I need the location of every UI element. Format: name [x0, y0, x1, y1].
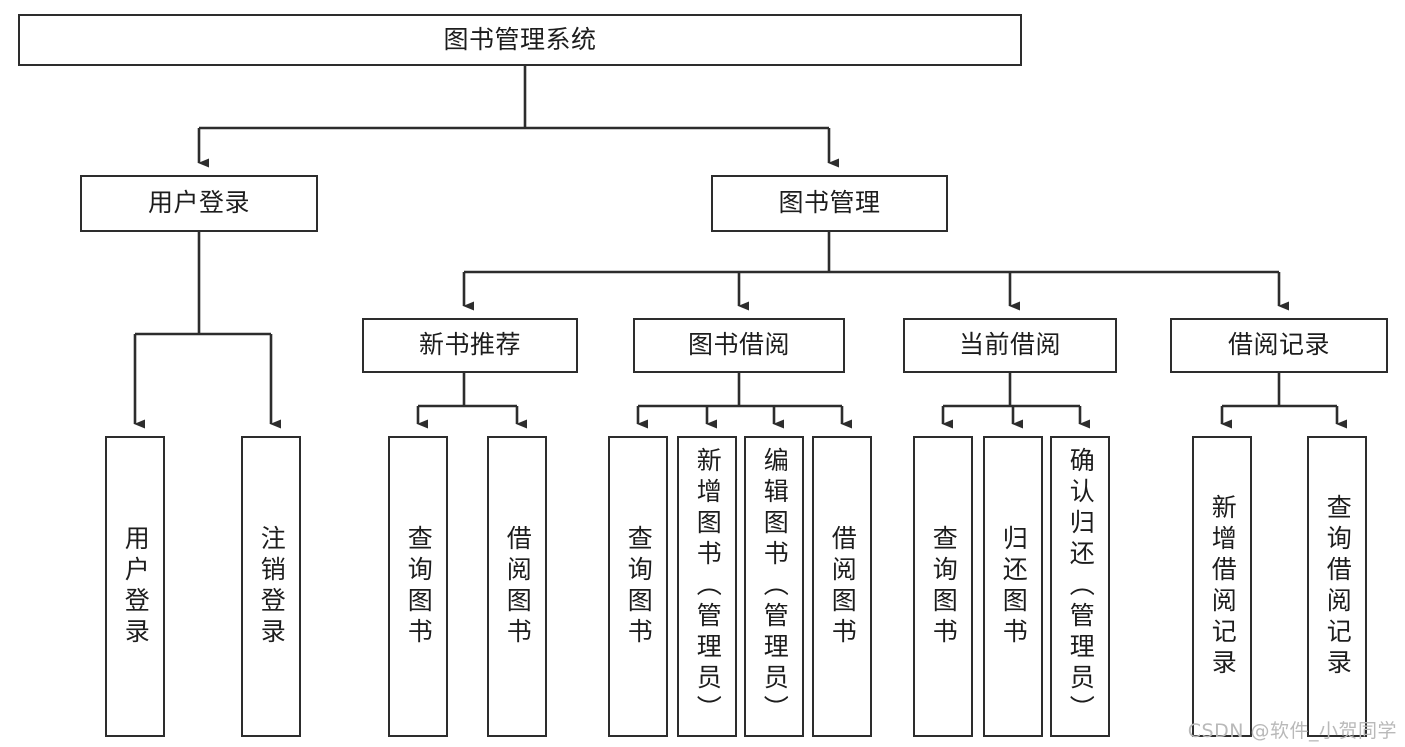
- node-label: 借阅图书: [828, 524, 858, 649]
- node-label: 新增借阅记录: [1208, 493, 1238, 680]
- node-label: 查询图书: [404, 524, 434, 649]
- node-label: 查询图书: [624, 524, 654, 649]
- node-label: 当前借阅: [958, 330, 1061, 360]
- node-label: 用户登录: [147, 188, 250, 218]
- node-label: 归还图书: [999, 524, 1029, 649]
- node-leaf-login-1[interactable]: 用户登录: [105, 436, 165, 737]
- node-borrow[interactable]: 图书借阅: [633, 318, 845, 373]
- node-leaf-bor-4[interactable]: 借阅图书: [812, 436, 872, 737]
- node-label: 图书管理系统: [443, 24, 597, 54]
- node-leaf-cur-2[interactable]: 归还图书: [983, 436, 1043, 737]
- node-label: 查询图书: [929, 524, 959, 649]
- node-records[interactable]: 借阅记录: [1170, 318, 1388, 373]
- node-label: 编辑图书（管理员）: [760, 447, 790, 726]
- node-label: 确认归还（管理员）: [1066, 447, 1096, 726]
- node-root[interactable]: 图书管理系统: [18, 14, 1022, 66]
- node-label: 借阅图书: [503, 524, 533, 649]
- node-newbook[interactable]: 新书推荐: [362, 318, 578, 373]
- watermark-label: CSDN @软件_小贺同学: [1187, 720, 1397, 742]
- node-leaf-login-2[interactable]: 注销登录: [241, 436, 301, 737]
- node-leaf-rec-2[interactable]: 查询借阅记录: [1307, 436, 1367, 737]
- node-leaf-new-1[interactable]: 查询图书: [388, 436, 448, 737]
- node-label: 用户登录: [121, 524, 151, 649]
- node-label: 查询借阅记录: [1323, 493, 1353, 680]
- node-leaf-bor-1[interactable]: 查询图书: [608, 436, 668, 737]
- node-bookmgmt[interactable]: 图书管理: [711, 175, 948, 232]
- node-leaf-new-2[interactable]: 借阅图书: [487, 436, 547, 737]
- node-label: 新书推荐: [418, 330, 521, 360]
- node-label: 图书管理: [778, 188, 881, 218]
- node-leaf-cur-3[interactable]: 确认归还（管理员）: [1050, 436, 1110, 737]
- node-label: 图书借阅: [687, 330, 790, 360]
- node-label: 新增图书（管理员）: [693, 447, 723, 726]
- node-leaf-bor-3[interactable]: 编辑图书（管理员）: [744, 436, 804, 737]
- node-login[interactable]: 用户登录: [80, 175, 318, 232]
- node-leaf-cur-1[interactable]: 查询图书: [913, 436, 973, 737]
- node-label: 借阅记录: [1227, 330, 1330, 360]
- node-label: 注销登录: [257, 524, 287, 649]
- node-leaf-rec-1[interactable]: 新增借阅记录: [1192, 436, 1252, 737]
- node-leaf-bor-2[interactable]: 新增图书（管理员）: [677, 436, 737, 737]
- node-current[interactable]: 当前借阅: [903, 318, 1117, 373]
